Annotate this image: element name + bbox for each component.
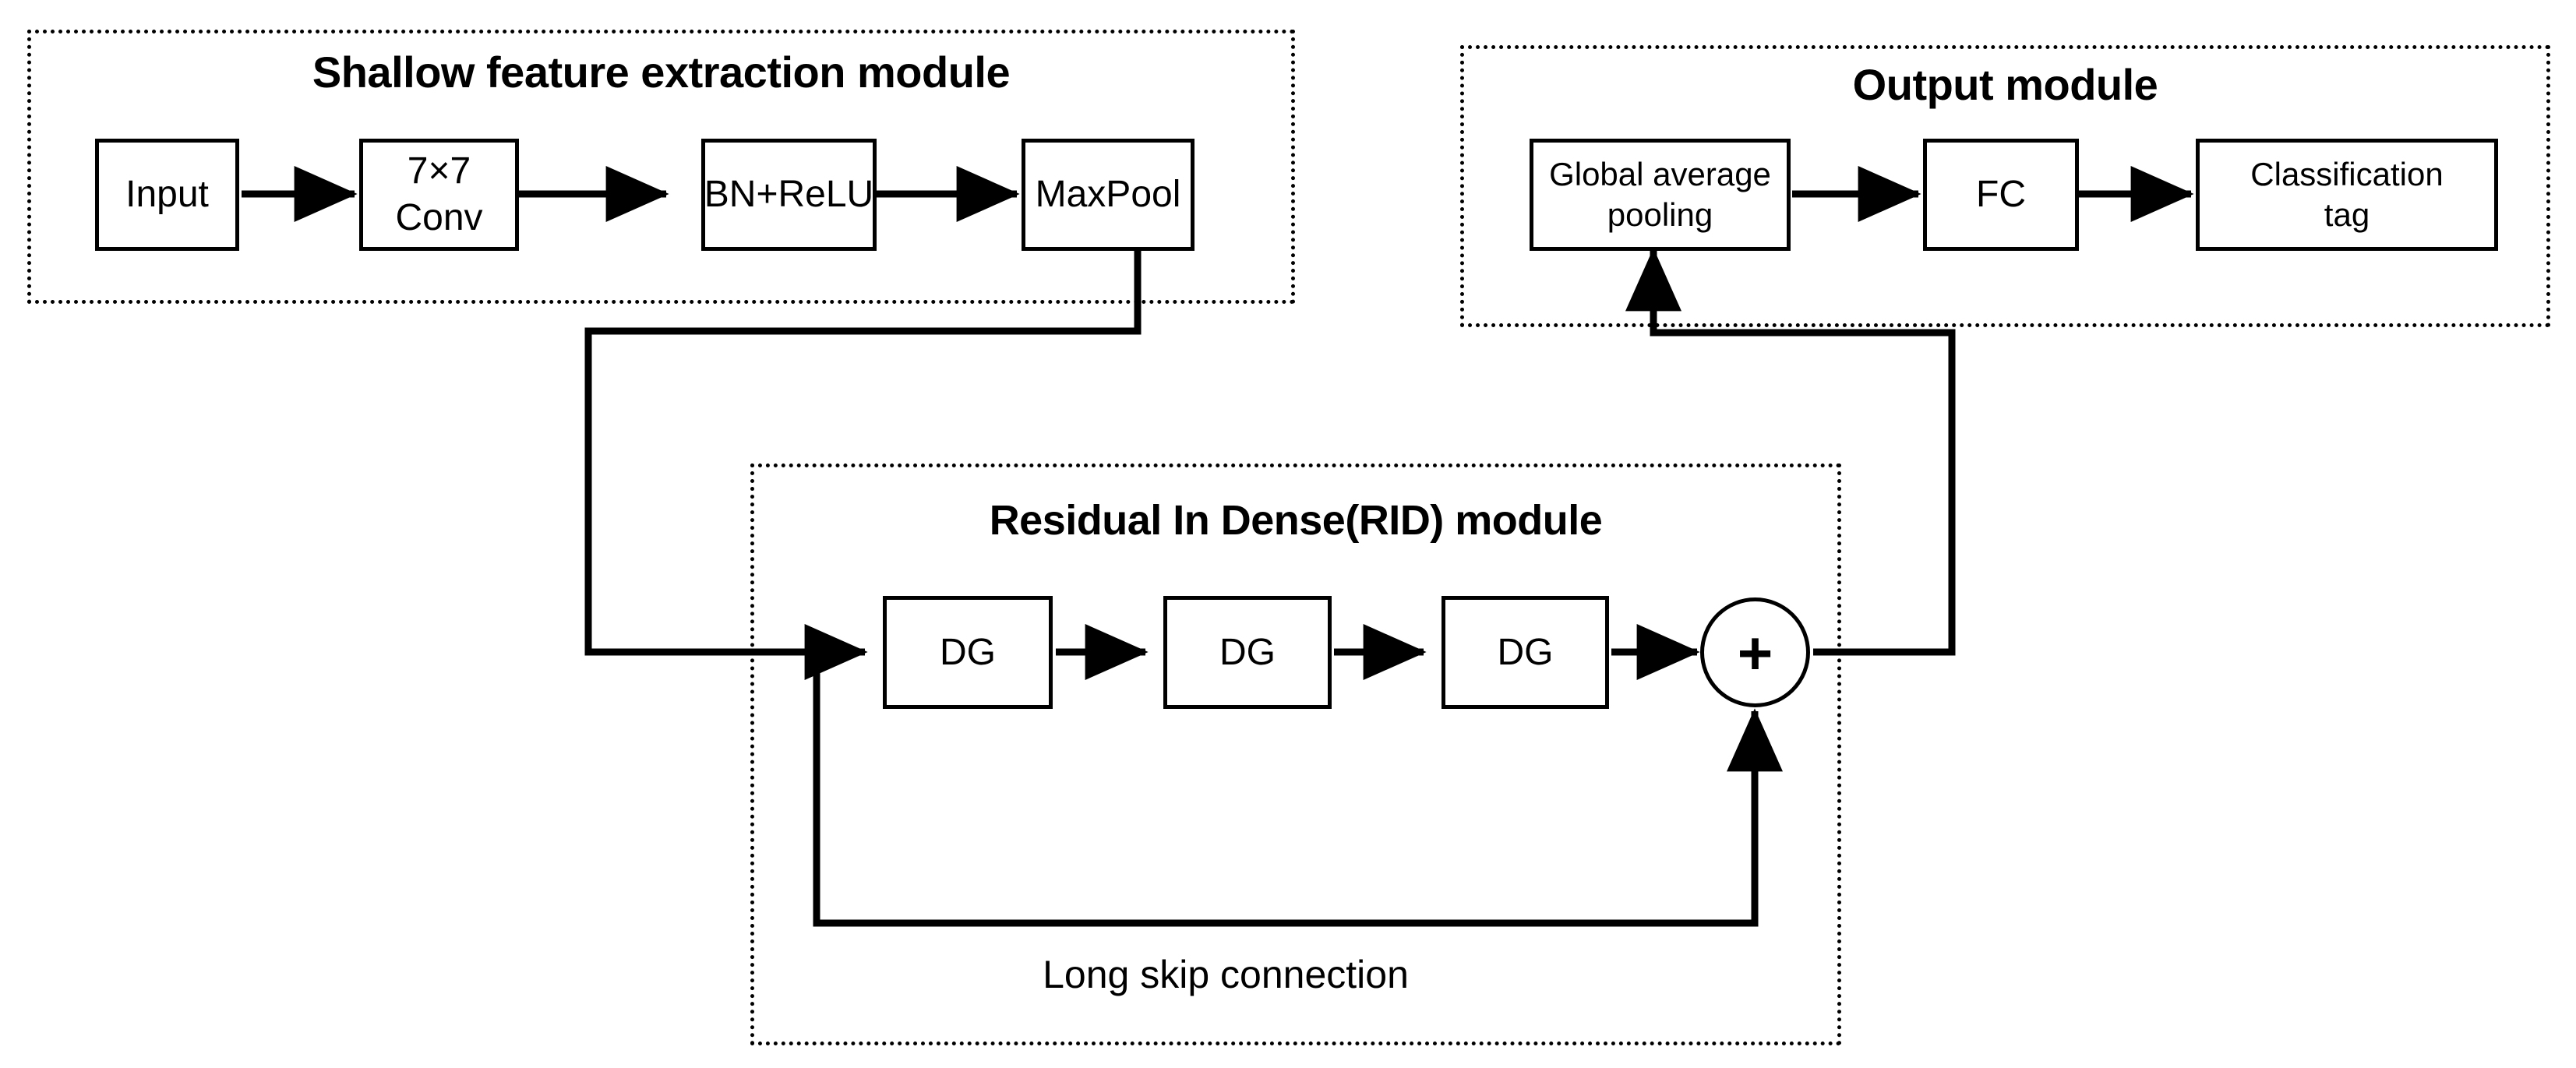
adder-plus-symbol: + [1737, 618, 1773, 687]
module-title-output: Output module [1852, 60, 2158, 109]
long-skip-connection-label: Long skip connection [1043, 953, 1409, 996]
node-fc[interactable]: FC [1923, 139, 2079, 251]
node-dg-1[interactable]: DG [883, 596, 1053, 709]
path-sum-to-gap [1625, 248, 1956, 656]
path-long-skip-connection [813, 652, 1783, 927]
node-fc-label: FC [1976, 174, 2026, 215]
node-input-label: Input [125, 174, 209, 215]
node-maxpool[interactable]: MaxPool [1022, 139, 1194, 251]
node-input[interactable]: Input [95, 139, 239, 251]
module-frame-shallow [27, 30, 1295, 304]
module-title-shallow: Shallow feature extraction module [312, 48, 1011, 97]
node-conv7x7-label: 7×7 Conv [395, 150, 483, 238]
node-classification-tag-label: Classification tag [2250, 155, 2444, 234]
node-global-average-pooling-label: Global average pooling [1549, 155, 1771, 234]
path-maxpool-to-rid [584, 251, 1142, 680]
adder-node[interactable]: + [1700, 597, 1810, 707]
node-conv7x7[interactable]: 7×7 Conv [359, 139, 519, 251]
node-dg-1-label: DG [940, 631, 996, 673]
node-dg-2[interactable]: DG [1163, 596, 1332, 709]
module-frame-output [1460, 45, 2550, 327]
node-bnrelu-label: BN+ReLU [704, 174, 874, 215]
module-title-rid: Residual In Dense(RID) module [989, 497, 1603, 544]
node-classification-tag[interactable]: Classification tag [2196, 139, 2498, 251]
module-frame-rid [750, 464, 1841, 1045]
node-bnrelu[interactable]: BN+ReLU [701, 139, 877, 251]
node-maxpool-label: MaxPool [1035, 174, 1181, 215]
node-dg-3[interactable]: DG [1442, 596, 1609, 709]
node-global-average-pooling[interactable]: Global average pooling [1530, 139, 1791, 251]
node-dg-2-label: DG [1219, 631, 1276, 673]
node-dg-3-label: DG [1497, 631, 1554, 673]
